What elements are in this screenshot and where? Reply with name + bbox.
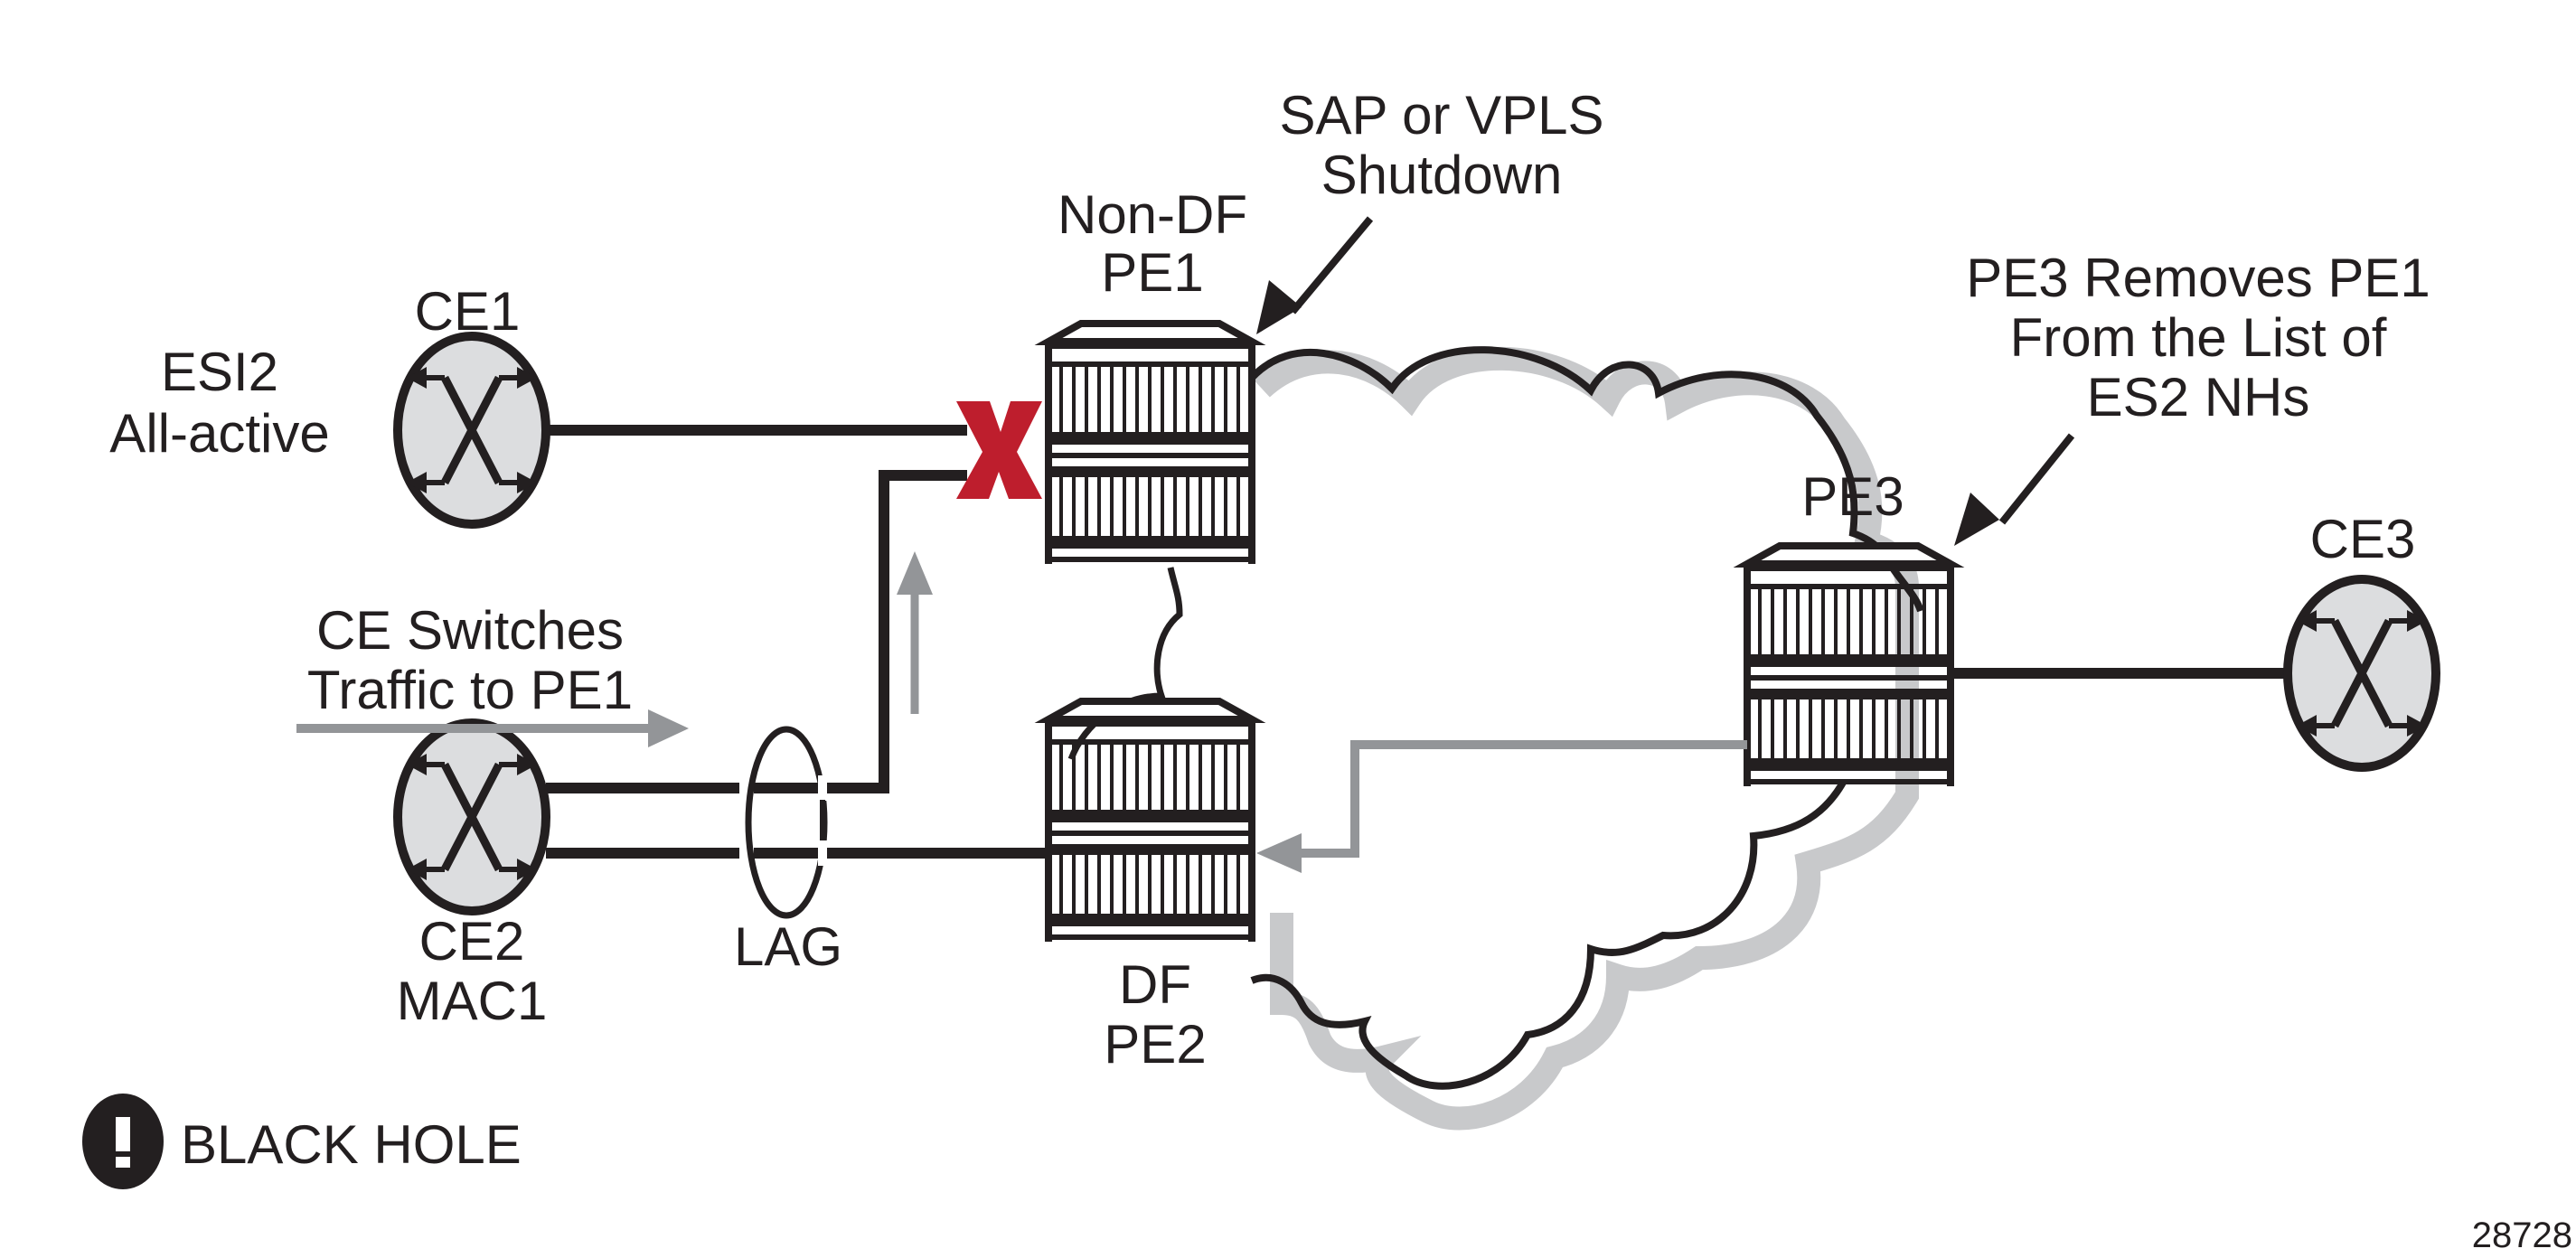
- pe3-removes-label-line3: ES2 NHs: [2087, 367, 2310, 427]
- ce1-router-icon: [398, 336, 546, 524]
- ce1-label: CE1: [415, 281, 521, 342]
- pe3-callout-arrow: [1954, 433, 2075, 546]
- ce-switches-label-line2: Traffic to PE1: [307, 660, 633, 720]
- ce3-router-icon: [2288, 579, 2436, 767]
- network-cloud-mid-lobe: [1067, 567, 1183, 761]
- esi-label-line1: ESI2: [161, 342, 278, 402]
- pe1-label-line2: PE1: [1101, 242, 1203, 303]
- traffic-arrow-ce-switch: [296, 709, 689, 747]
- lag-ellipse: [745, 726, 828, 919]
- ce2-label-line2: MAC1: [397, 971, 548, 1031]
- failure-x-icon: [956, 401, 1042, 499]
- ce2-router-icon: [398, 723, 546, 911]
- pe3-router-icon: [1747, 546, 1951, 786]
- shutdown-label-line2: Shutdown: [1321, 145, 1563, 205]
- legend-label: BLACK HOLE: [181, 1114, 522, 1175]
- pe1-label-line1: Non-DF: [1058, 184, 1247, 245]
- network-cloud-shadow: [1254, 346, 1919, 1131]
- pe3-removes-label-line1: PE3 Removes PE1: [1966, 248, 2430, 308]
- network-cloud: [1249, 346, 1924, 1090]
- pe3-label: PE3: [1801, 466, 1904, 527]
- esi-label-line2: All-active: [109, 403, 329, 464]
- lag-label: LAG: [734, 916, 842, 977]
- traffic-arrow-pe3-to-pe2: [1256, 740, 1747, 873]
- legend-black-hole: BLACK HOLE: [82, 1094, 522, 1189]
- figure-number: 28728: [2472, 1216, 2572, 1255]
- traffic-arrow-up-to-pe1: [897, 551, 933, 714]
- ce2-label-line1: CE2: [419, 911, 525, 972]
- shutdown-callout-arrow: [1256, 216, 1374, 334]
- pe2-label-line2: PE2: [1104, 1014, 1206, 1075]
- shutdown-label-line1: SAP or VPLS: [1279, 85, 1603, 146]
- ce3-label: CE3: [2310, 509, 2416, 569]
- pe2-label-line1: DF: [1119, 954, 1191, 1015]
- link-ce2-pe1: [546, 470, 967, 793]
- pe3-removes-label-line2: From the List of: [2010, 307, 2387, 368]
- pe1-router-icon: [1048, 324, 1252, 564]
- ce-switches-label-line1: CE Switches: [316, 600, 624, 661]
